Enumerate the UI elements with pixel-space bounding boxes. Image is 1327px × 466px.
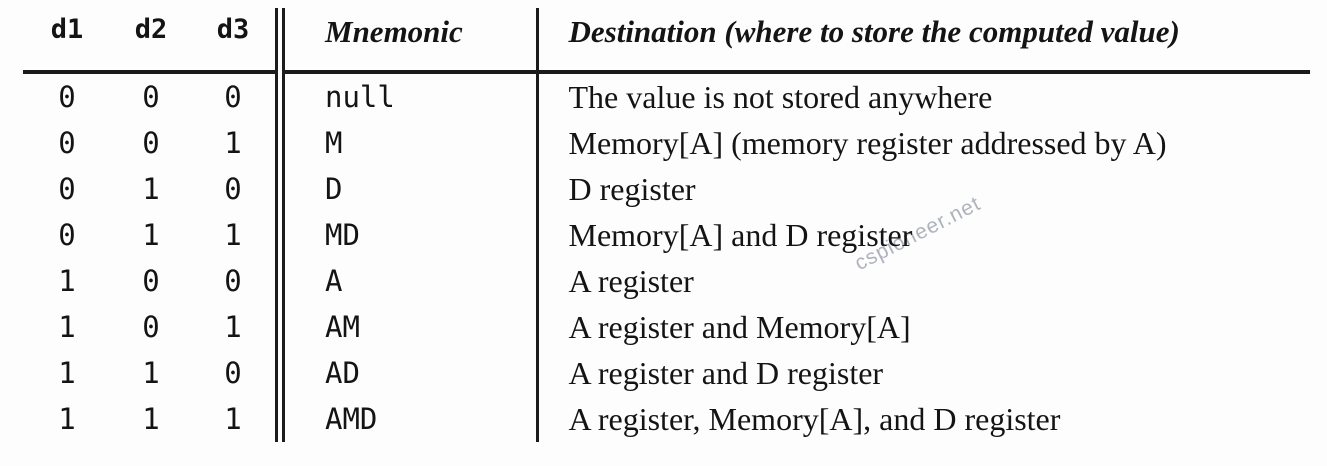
mnemonic-cell: MD bbox=[280, 212, 539, 258]
destination-cell: Memory[A] (memory register addressed by … bbox=[568, 124, 1167, 161]
mnemonic-cell: D bbox=[280, 166, 539, 212]
d3-bit-cell: 0 bbox=[191, 258, 285, 304]
column-header-d1: d1 bbox=[23, 8, 111, 74]
d1-bit-cell: 0 bbox=[58, 80, 76, 114]
column-header-mnemonic: Mnemonic bbox=[280, 8, 539, 74]
d2-bit-cell: 0 bbox=[142, 310, 160, 344]
table-row: 0 0 1 M Memory[A] (memory register addre… bbox=[23, 120, 1310, 166]
d3-bit-cell: 0 bbox=[191, 72, 285, 120]
destination-cell: Memory[A] and D register bbox=[568, 216, 913, 253]
destination-cell: A register and D register bbox=[568, 354, 884, 391]
table-row: 0 1 0 D D register bbox=[23, 166, 1310, 212]
column-header-destination: Destination (where to store the computed… bbox=[537, 8, 1310, 74]
d1-bit-cell: 0 bbox=[58, 126, 76, 160]
d1-bit-cell: 0 bbox=[58, 218, 76, 252]
mnemonic-cell: null bbox=[280, 72, 539, 120]
table-row: 0 1 1 MD Memory[A] and D register bbox=[23, 212, 1310, 258]
d2-bit-cell: 0 bbox=[142, 80, 160, 114]
d2-bit-cell: 1 bbox=[142, 356, 160, 390]
column-header-d2: d2 bbox=[111, 8, 191, 74]
column-header-d3: d3 bbox=[191, 8, 285, 74]
table-row: 1 1 1 AMD A register, Memory[A], and D r… bbox=[23, 396, 1310, 442]
d2-bit-cell: 0 bbox=[142, 126, 160, 160]
table-row: 1 1 0 AD A register and D register bbox=[23, 350, 1310, 396]
d1-bit-cell: 1 bbox=[58, 310, 76, 344]
d3-bit-cell: 0 bbox=[191, 350, 285, 396]
document-page: cspioneer.net d1 d2 d3 Mnemonic Destinat… bbox=[0, 8, 1327, 466]
table-row: 1 0 0 A A register bbox=[23, 258, 1310, 304]
mnemonic-cell: AMD bbox=[280, 396, 539, 442]
d2-bit-cell: 1 bbox=[142, 172, 160, 206]
destination-cell: A register, Memory[A], and D register bbox=[568, 400, 1061, 437]
destination-cell: The value is not stored anywhere bbox=[568, 78, 993, 115]
d1-bit-cell: 1 bbox=[58, 264, 76, 298]
d3-bit-cell: 1 bbox=[191, 120, 285, 166]
d1-bit-cell: 0 bbox=[58, 172, 76, 206]
d2-bit-cell: 1 bbox=[142, 402, 160, 436]
mnemonic-cell: AD bbox=[280, 350, 539, 396]
d1-bit-cell: 1 bbox=[58, 356, 76, 390]
d3-bit-cell: 1 bbox=[191, 396, 285, 442]
table-header: d1 d2 d3 Mnemonic Destination (where to … bbox=[23, 8, 1310, 74]
mnemonic-cell: AM bbox=[280, 304, 539, 350]
header-row: d1 d2 d3 Mnemonic Destination (where to … bbox=[23, 8, 1310, 74]
d3-bit-cell: 1 bbox=[191, 304, 285, 350]
destination-spec-table: d1 d2 d3 Mnemonic Destination (where to … bbox=[23, 8, 1310, 442]
d3-bit-cell: 0 bbox=[191, 166, 285, 212]
d2-bit-cell: 1 bbox=[142, 218, 160, 252]
destination-cell: A register and Memory[A] bbox=[568, 308, 911, 345]
d3-bit-cell: 1 bbox=[191, 212, 285, 258]
destination-cell: A register bbox=[568, 262, 694, 299]
d1-bit-cell: 1 bbox=[58, 402, 76, 436]
table-row: 1 0 1 AM A register and Memory[A] bbox=[23, 304, 1310, 350]
destination-cell: D register bbox=[568, 170, 696, 207]
table-body: 0 0 0 null The value is not stored anywh… bbox=[23, 72, 1310, 442]
mnemonic-cell: A bbox=[280, 258, 539, 304]
mnemonic-cell: M bbox=[280, 120, 539, 166]
table-row: 0 0 0 null The value is not stored anywh… bbox=[23, 72, 1310, 120]
d2-bit-cell: 0 bbox=[142, 264, 160, 298]
